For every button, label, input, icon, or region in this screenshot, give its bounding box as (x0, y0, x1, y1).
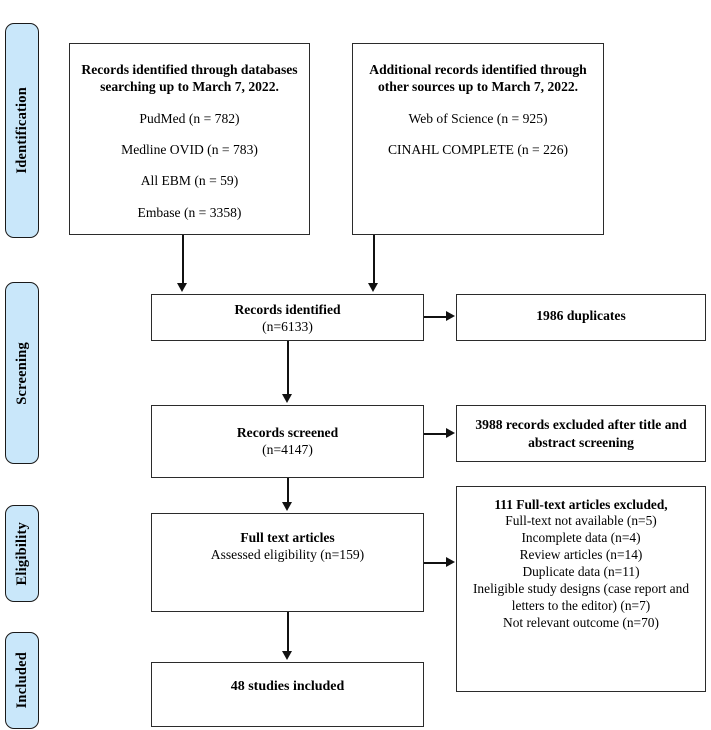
arrowhead-identified-to-screened (282, 394, 292, 403)
stage-pill-eligibility: Eligibility (5, 505, 39, 602)
arrowhead-other-to-identified (368, 283, 378, 292)
full-text-excluded-reason-4: Ineligible study designs (case report an… (472, 580, 690, 613)
arrowhead-fulltext-to-included (282, 651, 292, 660)
connector-other-to-identified (373, 235, 375, 284)
connector-fulltext-to-excluded (424, 562, 447, 564)
records-excluded-heading: 3988 records excluded after title and ab… (475, 417, 687, 450)
stage-pill-screening: Screening (5, 282, 39, 464)
arrowhead-fulltext-to-excluded (446, 557, 455, 567)
included-heading: 48 studies included (230, 679, 345, 694)
connector-screened-to-excluded (424, 433, 447, 435)
stage-label-included: Included (13, 652, 30, 709)
box-duplicates: 1986 duplicates (456, 294, 706, 341)
records-identified-count: (n=6133) (262, 319, 313, 335)
full-text-heading: Full text articles (240, 530, 335, 545)
records-screened-count: (n=4147) (262, 442, 313, 458)
duplicates-heading: 1986 duplicates (536, 307, 626, 323)
arrowhead-screened-to-excluded (446, 428, 455, 438)
stage-label-eligibility: Eligibility (13, 521, 30, 586)
other-sources-source-0: Web of Science (n = 925) (408, 110, 548, 126)
full-text-excluded-reason-0: Full-text not available (n=5) (505, 513, 657, 529)
box-records-screened: Records screened (n=4147) (151, 405, 424, 478)
box-full-text-articles: Full text articles Assessed eligibility … (151, 513, 424, 612)
databases-source-1: Medline OVID (n = 783) (121, 142, 258, 158)
full-text-excluded-reason-2: Review articles (n=14) (519, 546, 643, 562)
box-studies-included: 48 studies included (151, 662, 424, 727)
connector-screened-to-fulltext (287, 478, 289, 503)
other-sources-heading: Additional records identified through ot… (369, 62, 587, 95)
connector-identified-to-duplicates (424, 316, 447, 318)
databases-source-3: Embase (n = 3358) (137, 204, 242, 220)
stage-pill-included: Included (5, 632, 39, 729)
records-screened-heading: Records screened (236, 425, 339, 440)
box-records-identified: Records identified (n=6133) (151, 294, 424, 341)
box-full-text-excluded: 111 Full-text articles excluded, Full-te… (456, 486, 706, 692)
stage-pill-identification: Identification (5, 23, 39, 238)
databases-source-2: All EBM (n = 59) (140, 173, 239, 189)
full-text-excluded-heading: 111 Full-text articles excluded, (494, 497, 668, 512)
other-sources-source-1: CINAHL COMPLETE (n = 226) (387, 142, 569, 158)
full-text-excluded-reason-1: Incomplete data (n=4) (521, 530, 641, 546)
full-text-count: Assessed eligibility (n=159) (210, 547, 365, 563)
connector-identified-to-screened (287, 341, 289, 395)
full-text-excluded-reason-5: Not relevant outcome (n=70) (503, 614, 659, 630)
stage-label-identification: Identification (13, 87, 30, 174)
connector-databases-to-identified (182, 235, 184, 284)
box-records-excluded: 3988 records excluded after title and ab… (456, 405, 706, 462)
databases-source-0: PudMed (n = 782) (139, 110, 240, 126)
full-text-excluded-reason-3: Duplicate data (n=11) (522, 563, 640, 579)
box-records-identified-databases: Records identified through databases sea… (69, 43, 310, 235)
box-additional-records-other-sources: Additional records identified through ot… (352, 43, 604, 235)
databases-heading: Records identified through databases sea… (81, 62, 298, 95)
arrowhead-screened-to-fulltext (282, 502, 292, 511)
arrowhead-databases-to-identified (177, 283, 187, 292)
records-identified-heading: Records identified (234, 302, 341, 317)
arrowhead-identified-to-duplicates (446, 311, 455, 321)
stage-label-screening: Screening (13, 341, 30, 405)
connector-fulltext-to-included (287, 612, 289, 652)
